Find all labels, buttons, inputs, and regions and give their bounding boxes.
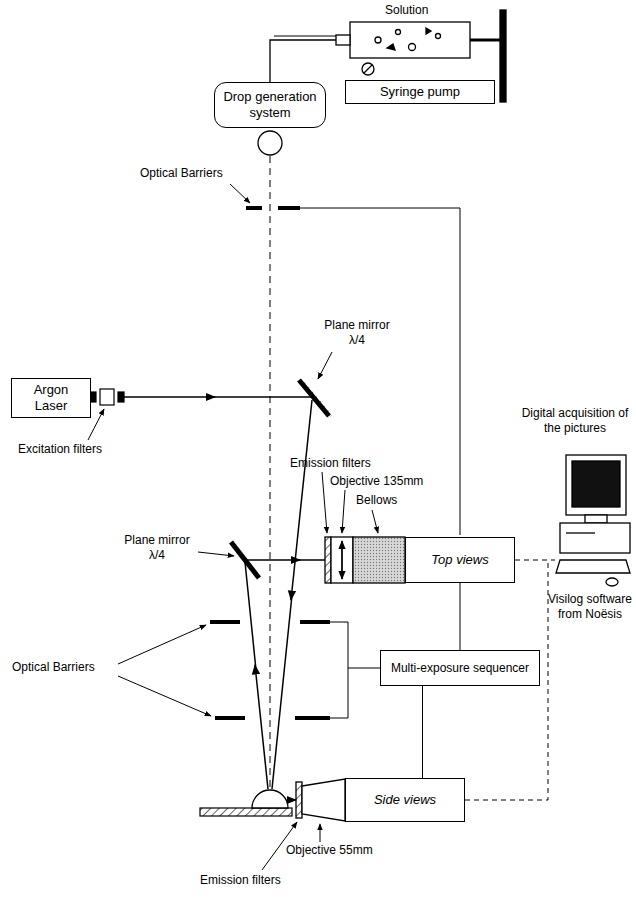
label-text: Objective 55mm (286, 843, 373, 857)
sequencer-box: Multi-exposure sequencer (380, 650, 540, 686)
excitation-filters (90, 389, 124, 405)
label-text: Optical Barriers (12, 660, 95, 674)
part-label: Optical Barriers (140, 166, 250, 181)
trigger-wire (300, 208, 460, 535)
sessile-drop (252, 790, 288, 808)
part-label: Objective 135mm (330, 474, 450, 489)
pump-box: Syringe pump (345, 80, 495, 104)
leader-line (320, 824, 321, 842)
incident-beam (291, 400, 312, 600)
label-text: Excitation filters (18, 442, 102, 456)
computer (556, 455, 630, 586)
laser-beam (213, 396, 311, 398)
leader-line (322, 472, 327, 533)
box-text: Argon Laser (18, 382, 84, 413)
part-label: Excitation filters (18, 442, 138, 457)
camera-box: Top views (405, 537, 515, 583)
label-text: Visilog software from Noësis (548, 592, 632, 621)
label-text: Bellows (356, 493, 397, 507)
leader-line (230, 184, 250, 203)
drop-axis (270, 156, 271, 790)
label-text: Solution (385, 3, 428, 17)
label-text: Emission filters (290, 456, 371, 470)
label-text: Plane mirror λ/4 (124, 533, 189, 562)
camera-box: Side views (345, 778, 465, 822)
label-text: Emission filters (200, 873, 281, 887)
top-camera-optics (325, 537, 405, 583)
part-label: Bellows (356, 493, 436, 508)
label-text: Plane mirror λ/4 (324, 318, 389, 347)
leader-line (372, 510, 378, 533)
signal-wire (422, 686, 423, 778)
part-label: Emission filters (200, 873, 320, 888)
part-label: Objective 55mm (286, 843, 406, 858)
substrate (200, 808, 292, 816)
leader-line (198, 552, 234, 556)
side-camera-optics (296, 779, 345, 821)
falling-drop (258, 131, 282, 155)
box-text: Multi-exposure sequencer (391, 661, 529, 675)
optical-barrier (246, 206, 300, 210)
signal-wire (460, 583, 461, 650)
plane-mirror (299, 380, 331, 416)
caption-label: Digital acquisition of the pictures (518, 406, 632, 436)
box-text: Top views (431, 552, 488, 568)
box-text: Side views (374, 792, 436, 808)
leader-line (318, 352, 332, 379)
box-text: Syringe pump (380, 84, 460, 100)
optical-barrier (210, 622, 330, 718)
part-label: Plane mirror λ/4 (318, 318, 396, 348)
side-beam (289, 799, 296, 801)
reflected-beam (255, 665, 268, 789)
incident-beam (272, 595, 292, 789)
leader-line (342, 490, 345, 533)
imaging-beam (247, 559, 300, 561)
label-text: Digital acquisition of the pictures (522, 406, 629, 435)
label-text: Optical Barriers (140, 166, 223, 180)
sequencer-wires (330, 622, 380, 718)
leader-line (118, 625, 211, 716)
reflected-beam (245, 562, 256, 670)
box-text: Drop generation system (221, 89, 319, 120)
laser-beam (124, 396, 215, 398)
part-label: Optical Barriers (12, 660, 118, 675)
feed-tube (270, 40, 336, 82)
imaging-beam (298, 559, 325, 561)
part-label: Plane mirror λ/4 (118, 533, 196, 563)
part-label: Emission filters (290, 456, 400, 471)
generator-box: Drop generation system (214, 82, 326, 128)
label-text: Objective 135mm (330, 474, 423, 488)
caption-label: Visilog software from Noësis (548, 592, 632, 622)
part-label: Solution (385, 3, 465, 18)
feed-tube-inner (274, 36, 336, 37)
laser-box: Argon Laser (11, 378, 91, 418)
